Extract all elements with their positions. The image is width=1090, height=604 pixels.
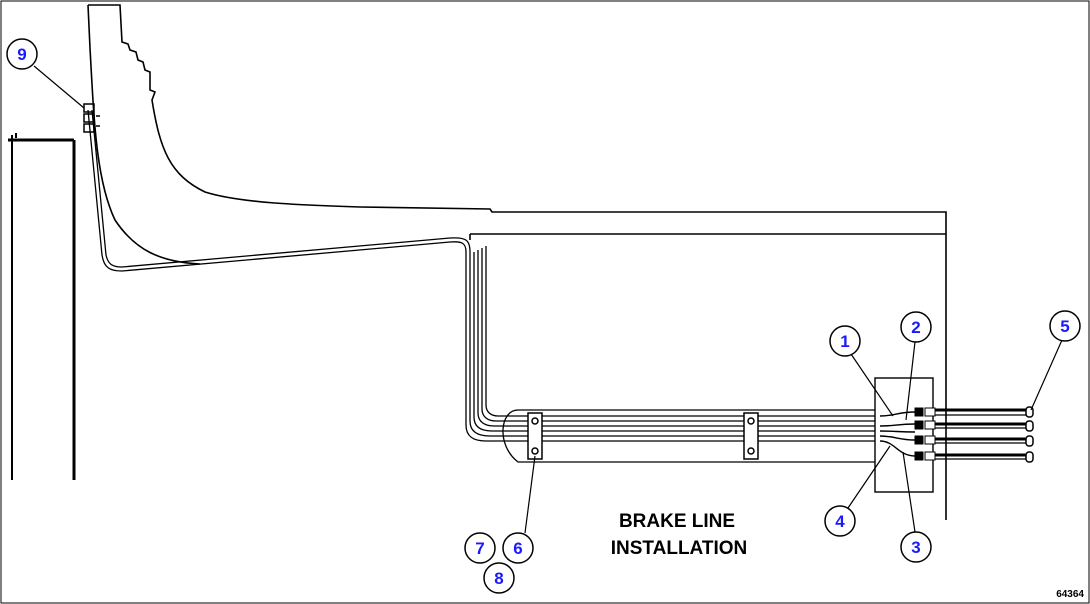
callout-8-label: 8 (494, 569, 503, 588)
callout-5-label: 5 (1060, 317, 1069, 336)
brake-line-bundle (87, 109, 880, 463)
leader-lines (33, 65, 1063, 534)
callout-9-label: 9 (17, 45, 26, 64)
callout-1: 1 (829, 325, 861, 357)
clamp-middle (743, 412, 759, 460)
callout-8: 8 (483, 562, 515, 594)
top-fitting (83, 103, 100, 133)
callout-5: 5 (1049, 310, 1081, 342)
callout-1-label: 1 (840, 332, 849, 351)
clamp-left (527, 412, 543, 460)
outgoing-hoses (935, 408, 1028, 460)
bulkhead-plate (874, 377, 934, 493)
callout-6-label: 6 (513, 539, 522, 558)
callout-6: 6 (502, 532, 534, 564)
figure-number: 64364 (1056, 589, 1084, 600)
callout-3-label: 3 (911, 538, 920, 557)
callout-7: 7 (464, 532, 496, 564)
callout-3: 3 (900, 531, 932, 563)
diagram-title-line2: INSTALLATION (611, 538, 748, 559)
callout-7-label: 7 (475, 539, 484, 558)
bulkhead-fittings (914, 407, 936, 461)
callout-9: 9 (6, 38, 38, 70)
callout-2-label: 2 (911, 318, 920, 337)
callout-4-label: 4 (835, 512, 845, 531)
callout-4: 4 (824, 505, 856, 537)
callout-2: 2 (900, 311, 932, 343)
frame-outline (87, 4, 947, 520)
hose-ends (1025, 406, 1034, 463)
left-post (8, 133, 76, 480)
diagram-title-line1: BRAKE LINE (619, 511, 735, 532)
